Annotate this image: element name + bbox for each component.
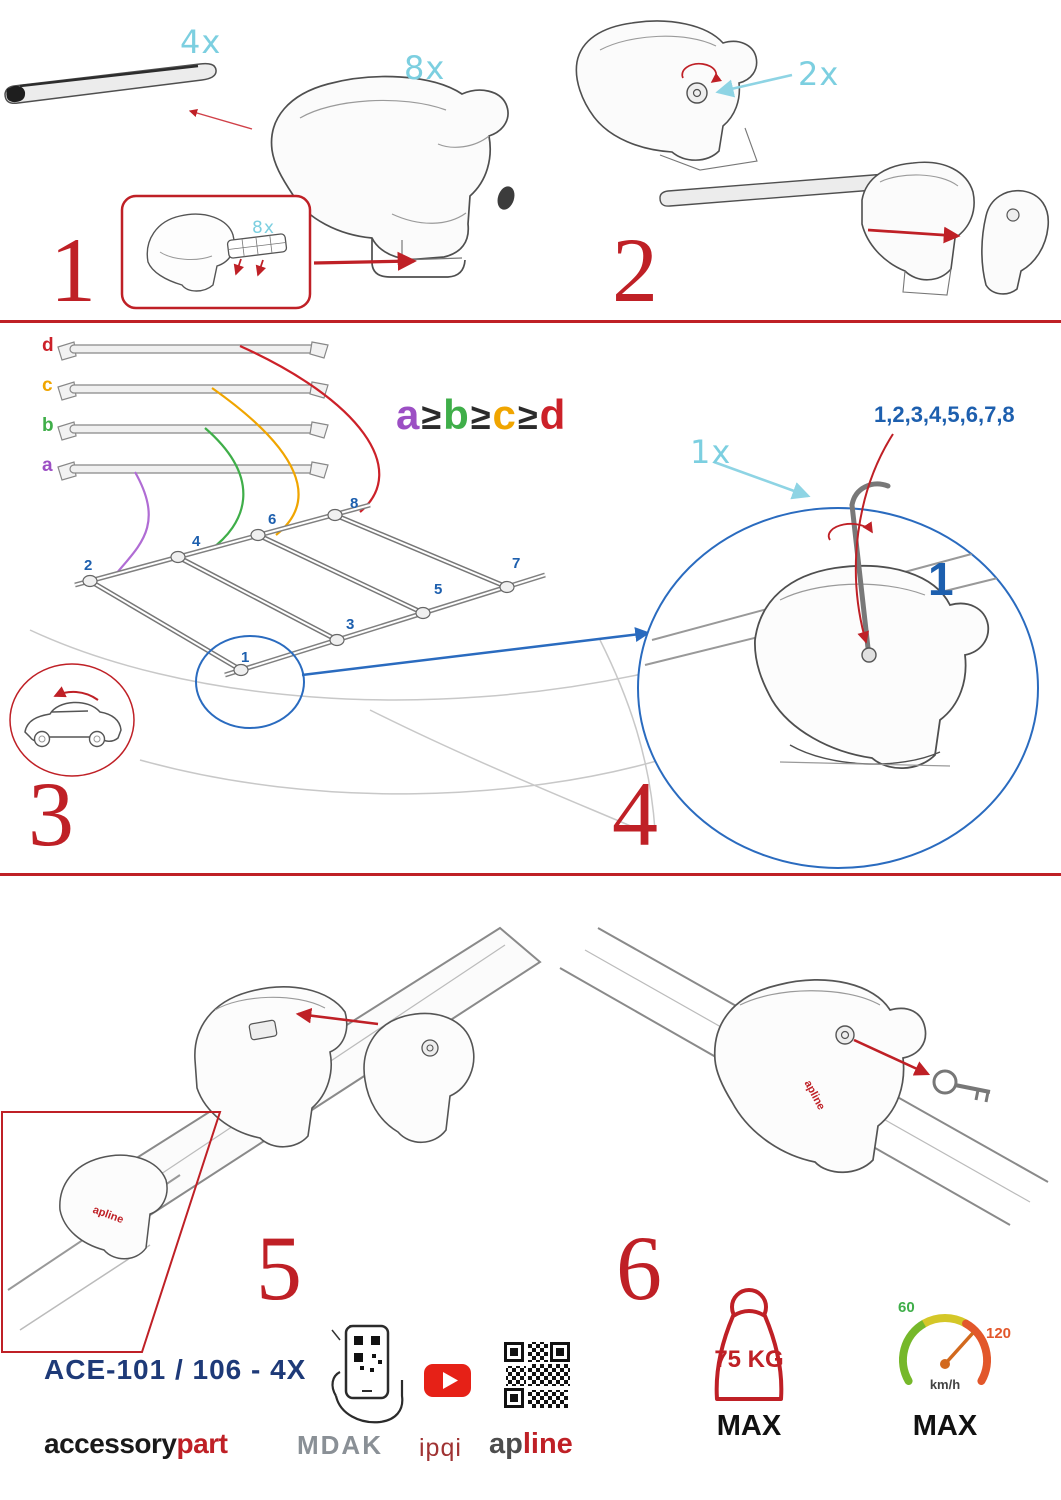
accessorypart-logo-black: accessory xyxy=(44,1428,177,1459)
formula-a: a xyxy=(396,391,422,438)
apline-logo-on-foot: apline xyxy=(801,1078,828,1113)
step-number-1: 1 xyxy=(50,219,96,321)
qr-code xyxy=(504,1342,570,1408)
qty-arrow xyxy=(715,73,793,98)
apline-logo-on-foot-small: apline xyxy=(91,1203,126,1227)
slide-arrow xyxy=(295,1007,379,1026)
zoom-ellipse xyxy=(637,507,1039,869)
step6-illustration xyxy=(559,927,1049,1226)
rail-band-drawing xyxy=(103,926,542,1217)
weight-icon xyxy=(714,1288,784,1401)
max-speed-label: MAX xyxy=(912,1410,978,1442)
step-number-2: 2 xyxy=(612,219,658,321)
mounted-crossbars-drawing xyxy=(82,508,515,677)
speedometer-icon xyxy=(899,1314,991,1385)
model-number: ACE-101 / 106 - 4X xyxy=(44,1354,307,1385)
apline-logo-red: line xyxy=(522,1428,573,1460)
roof-rails-drawing xyxy=(74,502,546,678)
section-divider-2 xyxy=(0,873,1061,876)
bar-foot-assembly-drawing xyxy=(659,161,1050,296)
detail-arrow xyxy=(301,627,651,677)
length-formula: a≥b≥c≥d xyxy=(396,394,567,436)
apline-logo-gray: ap xyxy=(489,1428,523,1460)
youtube-icon xyxy=(424,1364,471,1397)
bar-qty-label: 4x xyxy=(180,23,222,61)
ipqi-logo: ipqi xyxy=(419,1434,462,1462)
position-6: 6 xyxy=(268,511,277,528)
formula-b: b xyxy=(443,391,471,438)
key-qty-label: 1x xyxy=(690,433,732,471)
position-8: 8 xyxy=(350,495,359,512)
step4-illustration xyxy=(637,433,1039,869)
speed-high-label: 120 xyxy=(986,1325,1012,1342)
cover-cap-drawing xyxy=(363,1012,475,1144)
step1-inset xyxy=(120,194,312,310)
car-roof-drawing xyxy=(29,629,661,831)
formula-ge2: ≥ xyxy=(470,396,493,437)
rail-band-drawing-2 xyxy=(559,927,1049,1226)
sequence-arrow xyxy=(854,433,894,644)
mdak-logo: MDAK xyxy=(297,1430,383,1460)
step-number-6: 6 xyxy=(616,1217,662,1319)
max-weight-value: 75 KG xyxy=(714,1346,784,1373)
foot-qty-label: 8x xyxy=(404,49,446,87)
formula-ge1: ≥ xyxy=(421,396,444,437)
key-icon xyxy=(932,1069,991,1103)
stacked-bars-drawing xyxy=(57,341,329,481)
step-number-3: 3 xyxy=(28,763,74,865)
formula-d: d xyxy=(539,391,568,438)
zoom-ellipse-interior xyxy=(644,544,1011,770)
position-7: 7 xyxy=(512,555,521,572)
phone-qr-icon xyxy=(331,1324,404,1424)
inset-arrow xyxy=(313,251,417,271)
lock-qty-label: 2x xyxy=(798,55,840,93)
bar-label-c: c xyxy=(42,375,53,396)
position-2: 2 xyxy=(84,557,93,574)
step-number-4: 4 xyxy=(612,763,658,865)
position-3: 3 xyxy=(346,616,355,633)
rotate-arrow xyxy=(827,521,873,541)
bar-label-b: b xyxy=(42,415,54,436)
foot-lock-drawing xyxy=(575,20,758,171)
assembly-arrow xyxy=(867,226,961,244)
position-5: 5 xyxy=(434,581,443,598)
bar-label-a: a xyxy=(42,455,53,476)
bar-label-d: d xyxy=(42,335,54,356)
speed-low-label: 60 xyxy=(898,1299,915,1316)
crossbar-drawing xyxy=(4,62,217,105)
foot-with-lock-drawing xyxy=(713,979,927,1174)
key-arrow xyxy=(853,1038,931,1076)
bar-position-curves xyxy=(115,344,381,575)
accessorypart-logo: accessorypart xyxy=(44,1428,228,1459)
car-inset-drawing xyxy=(9,663,135,777)
formula-c: c xyxy=(492,391,518,438)
section-divider-1 xyxy=(0,320,1061,323)
step-number-5: 5 xyxy=(256,1217,302,1319)
foot-drawing xyxy=(270,75,515,278)
mounted-foot-drawing xyxy=(194,986,348,1148)
formula-ge3: ≥ xyxy=(517,396,540,437)
allen-key-drawing xyxy=(849,481,891,663)
tighten-sequence: 1,2,3,4,5,6,7,8 xyxy=(874,402,1015,427)
apline-logo: apline xyxy=(489,1430,573,1459)
detail-circle xyxy=(195,635,305,729)
pad-qty-label: 8x xyxy=(252,218,275,238)
accessorypart-logo-red: part xyxy=(176,1428,228,1459)
max-weight-label: MAX xyxy=(716,1410,782,1442)
position-1: 1 xyxy=(241,649,250,666)
position-4: 4 xyxy=(192,533,201,550)
leader-line xyxy=(188,108,253,130)
first-position-callout: 1 xyxy=(928,553,954,605)
speed-unit-label: km/h xyxy=(929,1377,961,1392)
zoom-quad xyxy=(1,1111,222,1353)
